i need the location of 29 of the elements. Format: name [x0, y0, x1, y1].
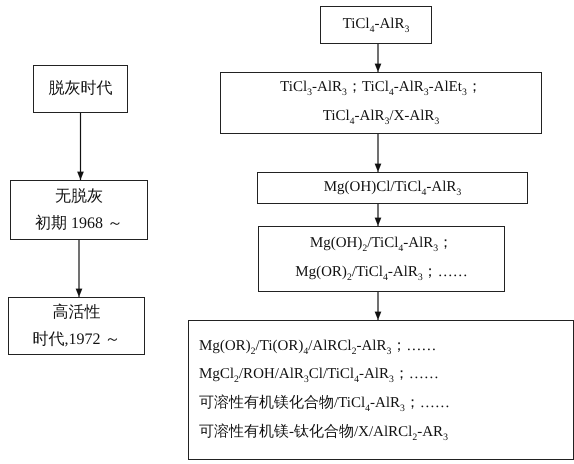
box-text: Mg(OH)$_{2}$/TiCl$_{4}$-AlR$_{3}$； [310, 234, 454, 255]
catalyst-box [320, 6, 432, 44]
box-text: Mg(OR)$_{2}$/Ti(OR)$_{4}$/AlRCl$_{2}$-AlR$_{3}$；…… [199, 336, 436, 358]
box-text: 可溶性有机镁化合物/TiCl$_{4}$-AlR$_{3}$；…… [199, 394, 450, 415]
era-box [33, 65, 128, 113]
era-box [10, 180, 148, 240]
box-text: 可溶性有机镁-钛化合物/X/AlRCl$_{2}$-AR$_{3}$ [199, 422, 448, 444]
box-text: Mg(OH)Cl/TiCl$_{4}$-AlR$_{3}$ [324, 178, 462, 198]
catalyst-box [257, 172, 528, 204]
box-text: 高活性 [52, 302, 100, 322]
box-text: 初期 1968 ～ [35, 214, 123, 234]
box-text: TiCl$_{4}$-AlR$_{3}$ [342, 14, 410, 36]
box-text: TiCl$_{3}$-AlR$_{3}$；TiCl$_{4}$-AlR$_{3}$-AlEt$_{3}$； [280, 78, 482, 99]
arrow [374, 204, 382, 226]
arrow [374, 292, 382, 320]
box-text: 无脱灰 [55, 186, 103, 206]
arrow [77, 113, 84, 180]
arrow [76, 240, 82, 297]
box-text: 时代,1972 ～ [32, 330, 120, 350]
catalyst-box [258, 226, 505, 292]
catalyst-box [220, 72, 542, 134]
box-text: MgCl$_{2}$/ROH/AlR$_{3}$Cl/TiCl$_{4}$-AlR$_{3}$；…… [199, 365, 439, 386]
box-text: TiCl$_{4}$-AlR$_{3}$/X-AlR$_{3}$ [322, 107, 440, 128]
catalyst-box [188, 320, 574, 460]
box-text: 脱灰时代 [48, 79, 112, 99]
arrow [374, 134, 382, 172]
arrow [374, 44, 382, 72]
era-box [8, 297, 145, 355]
box-text: Mg(OR)$_{2}$/TiCl$_{4}$-AlR$_{3}$；…… [295, 263, 468, 284]
